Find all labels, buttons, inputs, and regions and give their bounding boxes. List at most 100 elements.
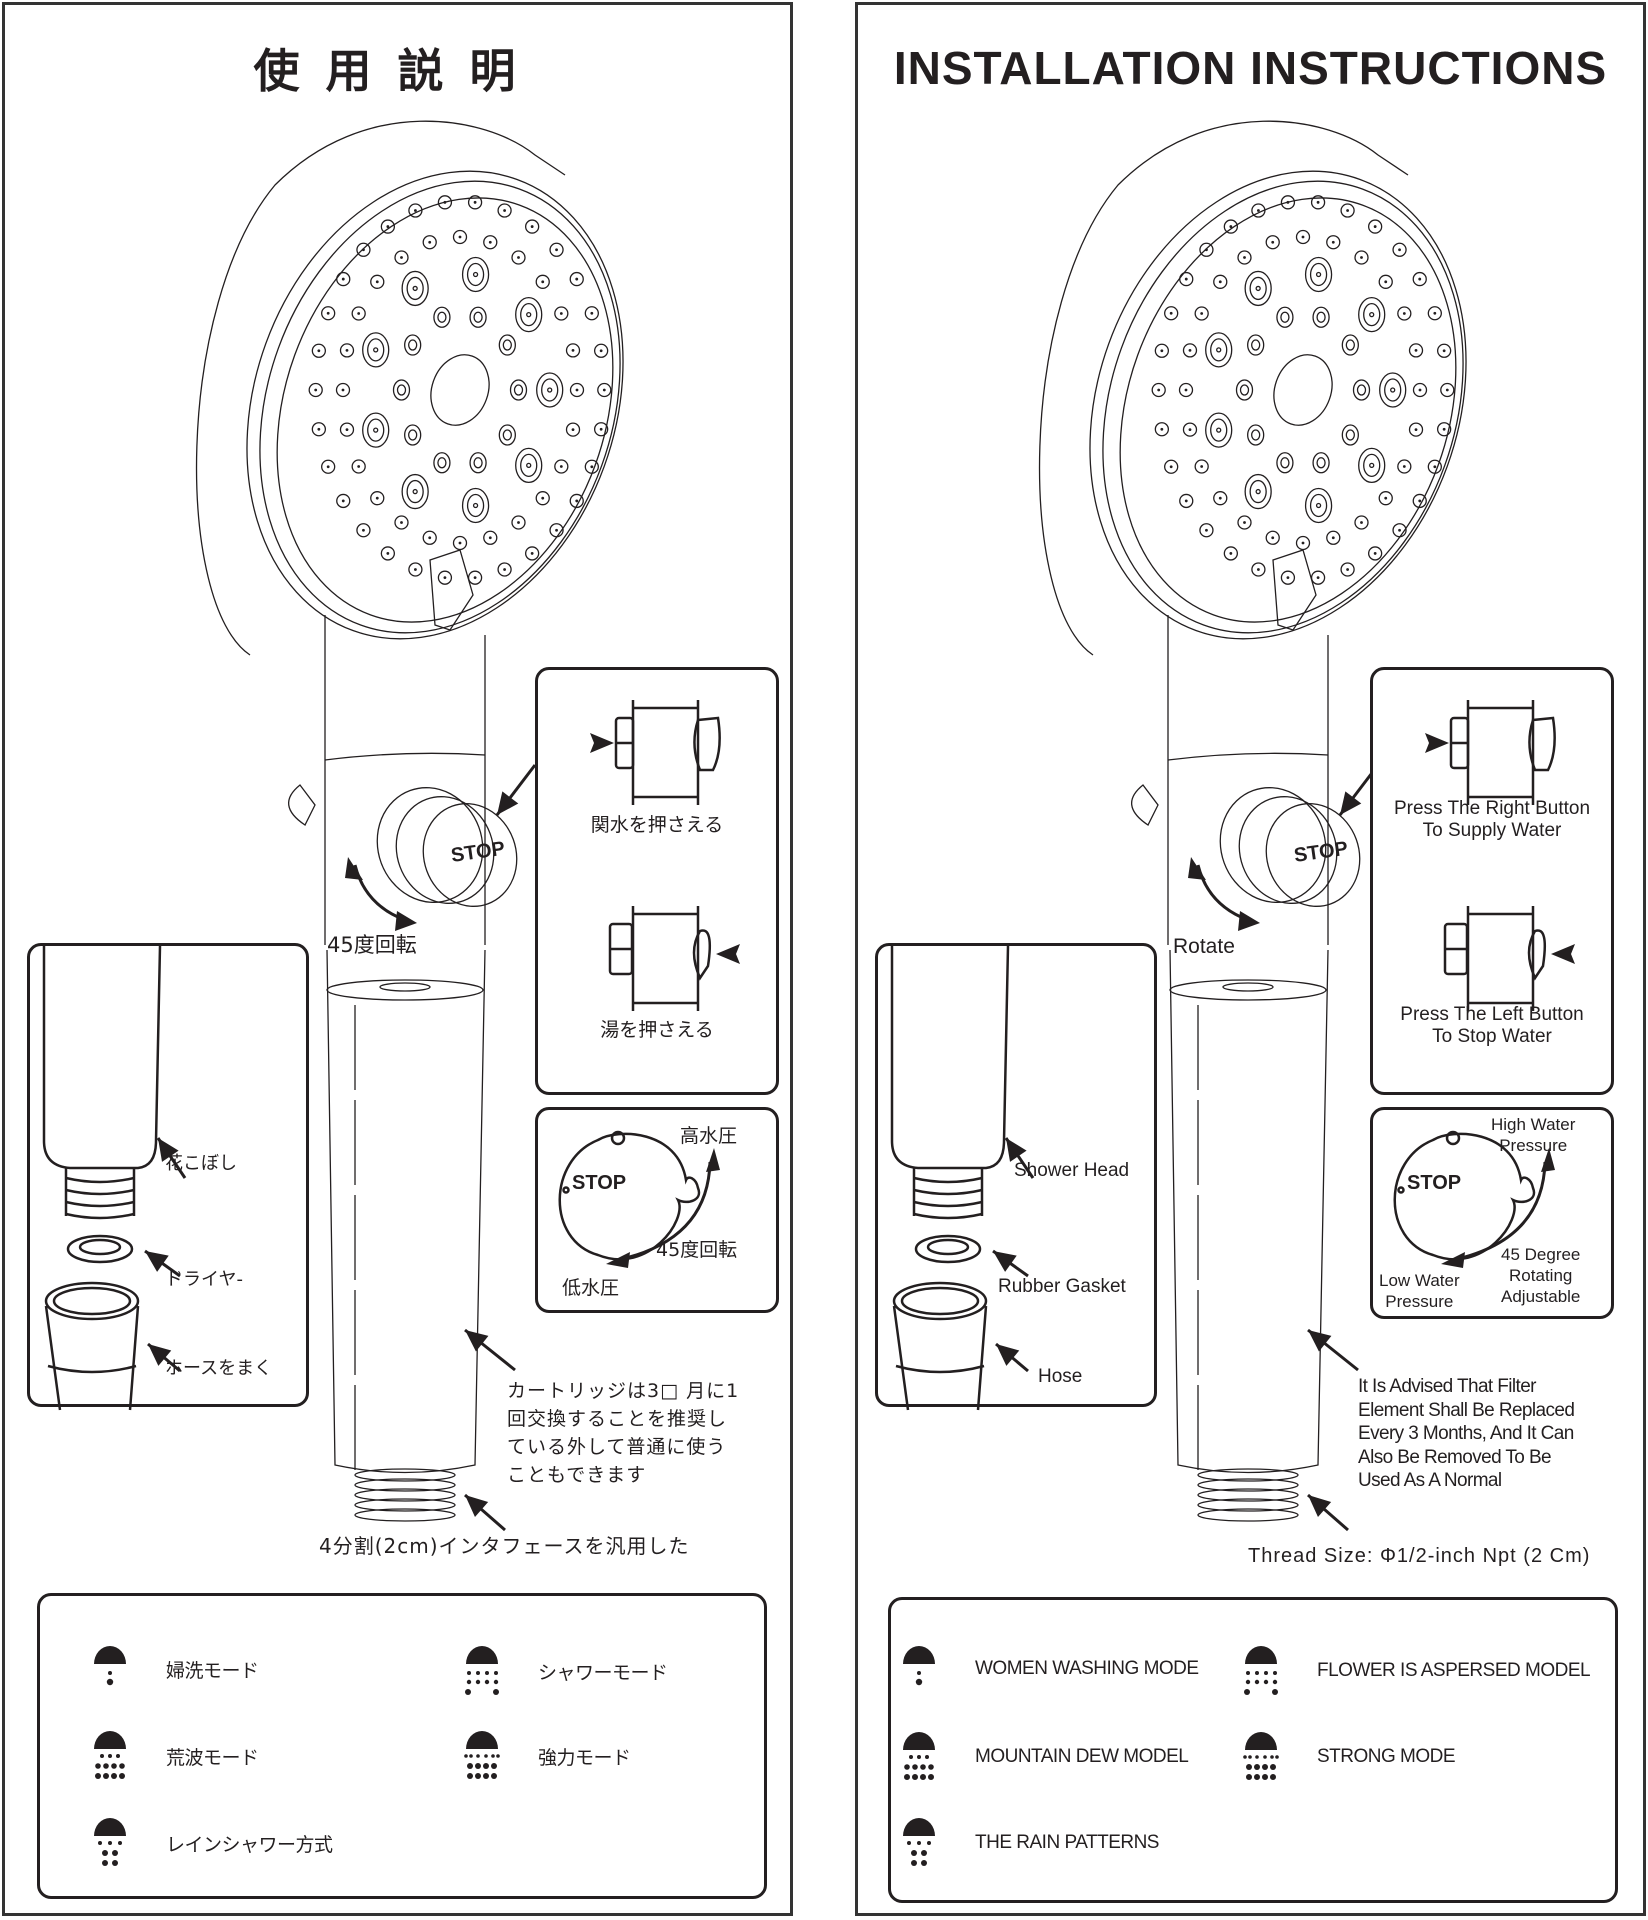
nozzle-dot — [443, 200, 447, 204]
large-nozzle-inner — [1384, 378, 1402, 402]
pointer-arrow-head — [993, 1251, 1017, 1272]
nozzle — [1247, 334, 1265, 356]
spray-dot — [491, 1754, 495, 1758]
spray-head-dome — [94, 1731, 126, 1749]
nozzle — [370, 491, 385, 506]
large-nozzle-inner — [1309, 262, 1328, 287]
nozzle — [1326, 530, 1341, 545]
nozzle-dot — [1243, 256, 1246, 259]
hose-rim — [44, 1281, 140, 1321]
nozzle — [1427, 306, 1442, 321]
nozzle-dot — [362, 528, 365, 532]
spray-head-dome — [94, 1646, 126, 1664]
shower-head-label: 花こぼし — [165, 1153, 237, 1174]
nozzle-dot — [503, 209, 506, 212]
spray-head-dome — [903, 1732, 935, 1750]
stop-button-text: STOP — [1293, 838, 1350, 867]
nozzle — [356, 242, 371, 257]
nozzle-dot — [414, 568, 417, 571]
nozzle-dot — [1445, 388, 1449, 392]
spray-dot — [1246, 1774, 1252, 1780]
hose-rim-inner — [900, 1286, 980, 1316]
spray-dot — [493, 1679, 499, 1685]
nozzle — [1408, 343, 1424, 358]
spray-dot — [1246, 1764, 1252, 1770]
nozzle — [1199, 523, 1214, 538]
valve-stop-label: Press The Left Button To Stop Water — [1373, 1004, 1611, 1048]
english-instructions-panel: INSTALLATION INSTRUCTIONS STOP Rotate Pr… — [855, 2, 1646, 1916]
nozzle — [394, 515, 409, 530]
nozzle — [1151, 382, 1166, 398]
valve-supply-label: Press The Right Button To Supply Water — [1373, 798, 1611, 842]
spray-dot — [912, 1774, 918, 1780]
nozzle-dot — [375, 280, 379, 284]
nozzle-dot — [443, 576, 447, 580]
nozzle — [321, 306, 336, 321]
nozzle — [511, 515, 526, 530]
nozzle-dot — [341, 499, 345, 503]
spray-dot — [118, 1841, 122, 1845]
thread-ring — [354, 1488, 456, 1502]
filter-cap — [1169, 979, 1327, 1001]
mode-item: THE RAIN PATTERNS — [901, 1816, 1159, 1870]
large-nozzle-inner — [367, 418, 385, 442]
spray-dot — [911, 1850, 917, 1856]
nozzle — [497, 562, 512, 577]
nozzle — [1265, 235, 1280, 250]
nozzle — [1178, 382, 1194, 398]
nozzle-inner — [408, 429, 418, 441]
side-knob — [1131, 784, 1159, 826]
shower-head-illustration: STOP — [195, 120, 624, 1532]
nozzle-dot — [1398, 248, 1401, 252]
nozzle — [336, 271, 351, 287]
nozzle — [498, 334, 516, 356]
nozzle-dot — [1188, 349, 1192, 352]
rotate-arrow-head — [1238, 911, 1260, 931]
large-nozzle-dot — [472, 271, 479, 278]
nozzle-dot — [1218, 496, 1222, 500]
spray-modes-box: WOMEN WASHING MODE FLOWER IS ASPERSED MO… — [888, 1597, 1618, 1903]
nozzle-dot — [1384, 280, 1388, 284]
hose-label: ホースをまく — [165, 1358, 273, 1379]
nozzle-dot — [1414, 428, 1418, 431]
valve-stop-label: 湯を押さえる — [600, 1019, 714, 1041]
nozzle — [1276, 452, 1294, 474]
spray-dot — [119, 1773, 125, 1779]
thread-ring — [1197, 1478, 1299, 1492]
japanese-instructions-panel: 使用説明 STOP 45度回転 関水を押さえる 湯を押さえる STOP 高水圧 … — [2, 2, 793, 1916]
large-nozzle-dot — [1369, 462, 1375, 469]
page-title: INSTALLATION INSTRUCTIONS — [893, 42, 1608, 94]
spray-head-dome — [1245, 1732, 1277, 1750]
valve-supply-line: To Supply Water — [1422, 819, 1562, 841]
nozzle — [1340, 562, 1355, 577]
nozzle — [1408, 422, 1424, 437]
right-button — [693, 716, 721, 772]
mode-lever — [429, 549, 474, 631]
nozzle — [1164, 459, 1179, 474]
nozzle — [511, 250, 526, 265]
label-line: 45 Degree — [1501, 1245, 1581, 1264]
right-button — [692, 929, 711, 981]
dial-dot — [1397, 1186, 1405, 1194]
large-nozzle-inner — [367, 338, 385, 362]
nozzle-dot — [602, 388, 606, 392]
nozzle — [1223, 546, 1239, 561]
nozzle-dot — [1218, 280, 1222, 284]
nozzle-dot — [1286, 200, 1290, 204]
spray-dot — [1275, 1755, 1279, 1759]
nozzle-dot — [1257, 568, 1260, 571]
filter-cap — [326, 979, 484, 1001]
pointer-arrow-head — [1308, 1495, 1332, 1518]
head-rim-inner — [1102, 180, 1464, 634]
handle-upper — [324, 615, 486, 945]
nozzle — [351, 306, 366, 321]
nozzle-dot — [1384, 496, 1388, 500]
rain-spray-icon — [903, 1818, 935, 1866]
nozzle-dot — [1229, 552, 1233, 555]
nozzle-dot — [473, 200, 477, 204]
spray-head-dome — [903, 1646, 935, 1664]
thread-line — [65, 1200, 135, 1208]
hose-rim-inner — [52, 1286, 132, 1316]
nozzle-dot — [488, 536, 492, 540]
mode-item: 強力モード — [464, 1729, 631, 1783]
